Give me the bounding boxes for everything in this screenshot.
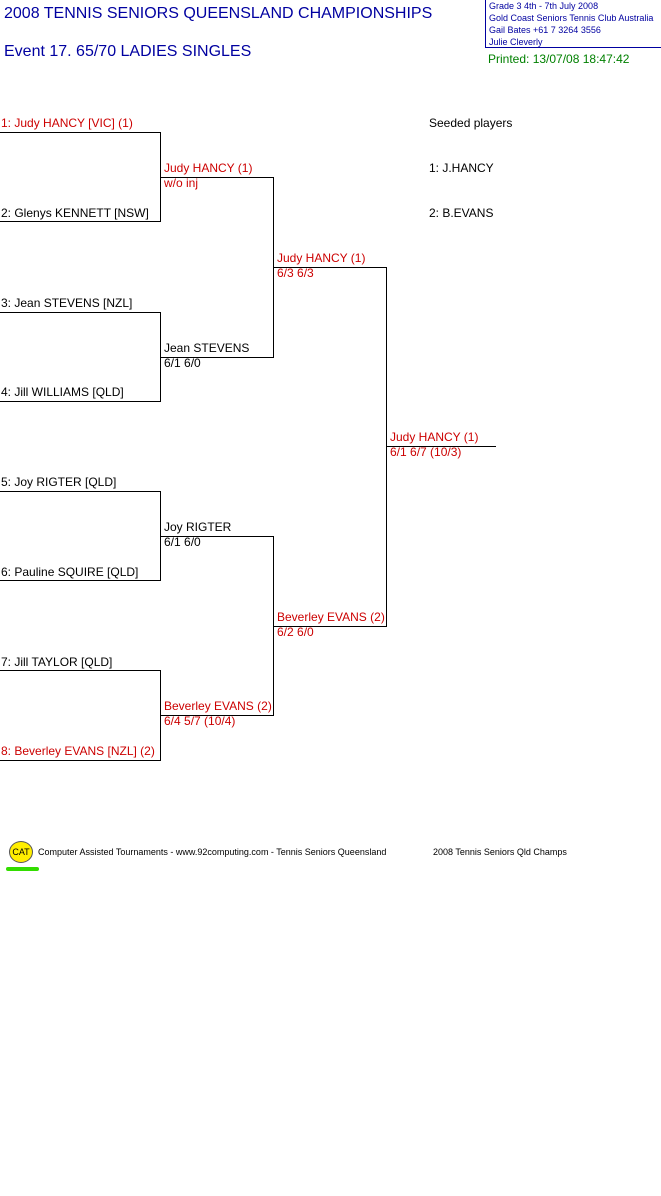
r1-player-4: 4: Jill WILLIAMS [QLD]	[1, 385, 124, 399]
final-line	[387, 446, 496, 447]
r2-line-2	[161, 357, 274, 358]
r1-player-8: 8: Beverley EVANS [NZL] (2)	[1, 744, 155, 758]
cat-logo-underline	[6, 867, 39, 871]
final-score: 6/1 6/7 (10/3)	[390, 445, 462, 459]
info-contact: Gail Bates +61 7 3264 3556	[489, 25, 601, 35]
sf-connector	[386, 267, 387, 627]
sf-line-1	[274, 267, 387, 268]
r2-line-1	[161, 177, 274, 178]
r2-score-3: 6/1 6/0	[164, 535, 201, 549]
info-venue: Gold Coast Seniors Tennis Club Australia	[489, 13, 654, 23]
r1-connector-4	[160, 670, 161, 761]
seed-item-2: 2: B.EVANS	[429, 206, 494, 220]
r1-line-7	[0, 670, 161, 671]
sf-score-2: 6/2 6/0	[277, 625, 314, 639]
r1-player-2: 2: Glenys KENNETT [NSW]	[1, 206, 149, 220]
r1-player-5: 5: Joy RIGTER [QLD]	[1, 475, 117, 489]
event-title: Event 17. 65/70 LADIES SINGLES	[4, 43, 252, 60]
r1-connector-1	[160, 132, 161, 222]
r1-player-1: 1: Judy HANCY [VIC] (1)	[1, 116, 133, 130]
info-box: Grade 3 4th - 7th July 2008 Gold Coast S…	[485, 0, 661, 48]
r1-line-1	[0, 132, 161, 133]
r1-line-4	[0, 401, 161, 402]
footer-credit: Computer Assisted Tournaments - www.92co…	[38, 847, 387, 857]
r1-line-8	[0, 760, 161, 761]
r1-connector-2	[160, 312, 161, 402]
r1-line-6	[0, 580, 161, 581]
r2-line-3	[161, 536, 274, 537]
sf-line-2	[274, 626, 387, 627]
cat-logo: CAT	[9, 841, 33, 863]
sf-winner-1: Judy HANCY (1)	[277, 251, 366, 265]
r2-winner-1: Judy HANCY (1)	[164, 161, 253, 175]
r2-score-2: 6/1 6/0	[164, 356, 201, 370]
printed-timestamp: Printed: 13/07/08 18:47:42	[488, 52, 630, 66]
r2-winner-2: Jean STEVENS	[164, 341, 250, 355]
r2-line-4	[161, 715, 274, 716]
final-winner: Judy HANCY (1)	[390, 430, 479, 444]
r2-connector-2	[273, 536, 274, 716]
seeded-players-heading: Seeded players	[429, 116, 513, 130]
r1-line-2	[0, 221, 161, 222]
r2-connector-1	[273, 177, 274, 358]
r1-player-3: 3: Jean STEVENS [NZL]	[1, 296, 133, 310]
r2-winner-4: Beverley EVANS (2)	[164, 699, 272, 713]
info-grade-dates: Grade 3 4th - 7th July 2008	[489, 1, 599, 11]
r1-player-7: 7: Jill TAYLOR [QLD]	[1, 655, 113, 669]
r2-score-1: w/o inj	[164, 176, 199, 190]
r2-score-4: 6/4 5/7 (10/4)	[164, 714, 236, 728]
sf-score-1: 6/3 6/3	[277, 266, 314, 280]
sf-winner-2: Beverley EVANS (2)	[277, 610, 385, 624]
info-referee: Julie Cleverly	[489, 37, 543, 47]
r1-line-3	[0, 312, 161, 313]
r1-connector-3	[160, 491, 161, 581]
tournament-title: 2008 TENNIS SENIORS QUEENSLAND CHAMPIONS…	[4, 5, 433, 22]
footer-champs: 2008 Tennis Seniors Qld Champs	[433, 847, 567, 857]
r1-line-5	[0, 491, 161, 492]
r1-player-6: 6: Pauline SQUIRE [QLD]	[1, 565, 139, 579]
r2-winner-3: Joy RIGTER	[164, 520, 232, 534]
seed-item-1: 1: J.HANCY	[429, 161, 494, 175]
